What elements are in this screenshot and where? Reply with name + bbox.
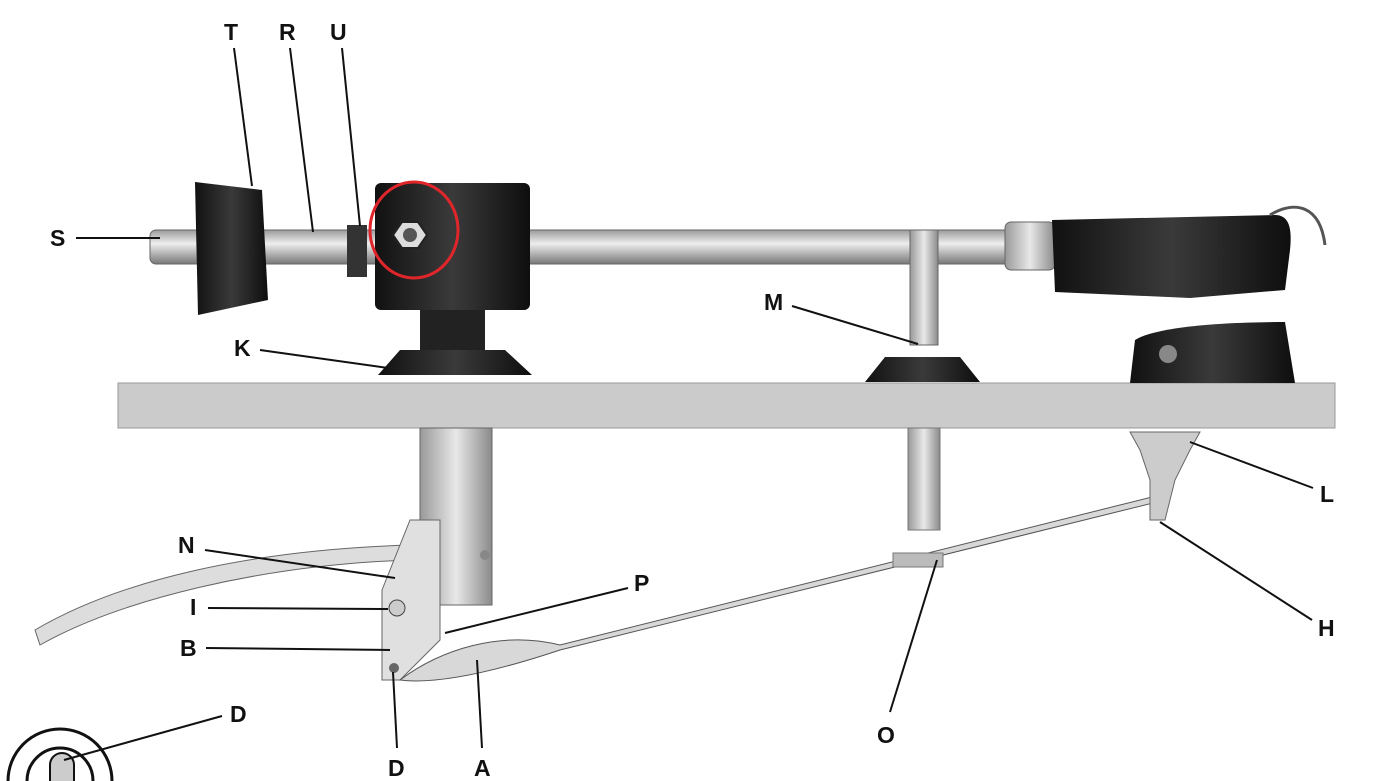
label-P: P	[634, 570, 649, 596]
label-I: I	[190, 594, 196, 620]
headshell	[1052, 215, 1291, 298]
arm-rest-post	[909, 229, 939, 346]
pivot-stem	[420, 310, 485, 355]
label-H: H	[1318, 615, 1335, 641]
label-D-pin: D	[388, 755, 405, 781]
label-S: S	[50, 225, 65, 251]
cam-detail	[6, 727, 114, 781]
pivot-base	[378, 350, 532, 375]
headshell-collar	[1004, 221, 1056, 271]
label-M: M	[764, 289, 783, 315]
pivot-housing	[375, 183, 530, 310]
leader-lines	[63, 47, 1314, 761]
label-B: B	[180, 635, 197, 661]
label-U: U	[330, 19, 347, 45]
highlight-circle	[368, 180, 460, 280]
headshell-lead	[1269, 205, 1327, 246]
label-O: O	[877, 722, 895, 748]
arm-tube	[149, 229, 1021, 265]
locking-screw	[347, 225, 367, 277]
label-K: K	[234, 335, 251, 361]
label-R: R	[279, 19, 296, 45]
label-N: N	[178, 532, 195, 558]
mounting-board	[117, 382, 1336, 429]
arm-rest-base	[865, 357, 980, 382]
label-D-cam: D	[230, 701, 247, 727]
under-board-mechanism	[34, 427, 1201, 682]
control-knob	[1130, 322, 1295, 383]
label-L: L	[1320, 481, 1334, 507]
label-T: T	[224, 19, 238, 45]
label-A: A	[474, 755, 491, 781]
counterweight	[195, 182, 268, 315]
